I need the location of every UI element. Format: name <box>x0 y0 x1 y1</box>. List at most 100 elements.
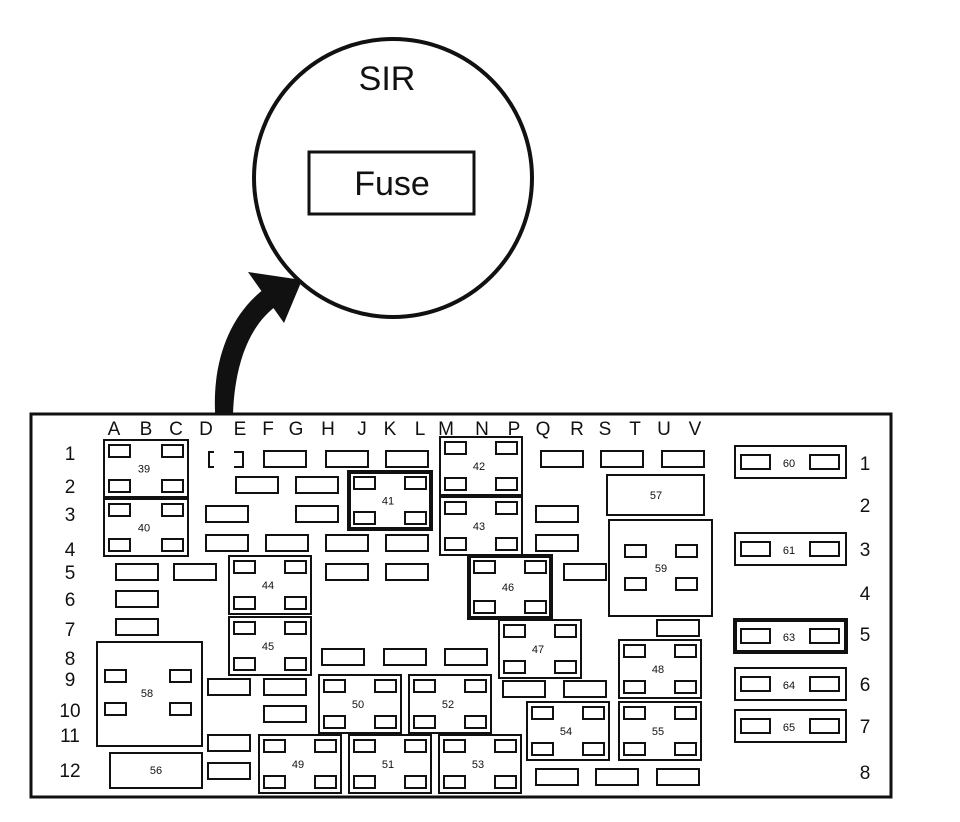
sir-fuse-box[interactable] <box>307 150 476 216</box>
fuse-terminal <box>809 628 840 644</box>
column-label: N <box>475 419 489 440</box>
fuse-slot[interactable] <box>535 534 579 552</box>
relay-terminal <box>404 511 427 525</box>
relay-42[interactable]: 42 <box>439 436 523 496</box>
right-row-label: 3 <box>860 540 871 561</box>
relay-terminal <box>674 644 697 658</box>
relay-terminal <box>495 537 518 551</box>
relay-terminal <box>104 669 127 683</box>
relay-57[interactable]: 57 <box>606 474 705 516</box>
right-fuses: 60 61 63 64 65 <box>733 445 848 743</box>
relay-52[interactable]: 52 <box>408 674 492 734</box>
fuse-61[interactable]: 61 <box>734 532 847 566</box>
relay-53[interactable]: 53 <box>438 734 522 794</box>
fuse-slot[interactable] <box>383 648 427 666</box>
row-label: 2 <box>65 477 76 498</box>
fuse-slot[interactable] <box>563 680 607 698</box>
relay-terminal <box>495 441 518 455</box>
relay-40[interactable]: 40 <box>103 498 189 557</box>
fuse-slot[interactable] <box>535 505 579 523</box>
fuse-slot[interactable] <box>263 450 307 468</box>
relay-56[interactable]: 56 <box>109 752 203 789</box>
relay-47[interactable]: 47 <box>498 619 582 679</box>
arrow-shaft <box>214 286 279 450</box>
fuse-slot[interactable] <box>325 450 369 468</box>
relay-terminal <box>374 679 397 693</box>
relay-46[interactable]: 46 <box>467 554 553 620</box>
relay-terminal <box>674 680 697 694</box>
fuse-slot[interactable] <box>235 476 279 494</box>
fuse-slot[interactable] <box>661 450 705 468</box>
fuse-slot[interactable] <box>207 678 251 696</box>
relay-terminal <box>624 544 647 558</box>
fuse-slot[interactable] <box>295 505 339 523</box>
relay-terminal <box>503 660 526 674</box>
fuse-slot[interactable] <box>265 534 309 552</box>
row-label: 5 <box>65 563 76 584</box>
relay-49[interactable]: 49 <box>258 734 342 794</box>
fuse-slot[interactable] <box>325 563 369 581</box>
column-label: R <box>570 419 584 440</box>
callout-title: SIR <box>359 60 416 98</box>
fuse-slot[interactable] <box>207 762 251 780</box>
fuse-slot[interactable] <box>385 450 429 468</box>
fuse-slot[interactable] <box>263 678 307 696</box>
fuse-slot[interactable] <box>595 768 639 786</box>
fuse-slot[interactable] <box>540 450 584 468</box>
fuse-65[interactable]: 65 <box>734 709 847 743</box>
relay-41[interactable]: 41 <box>347 470 433 531</box>
fuse-slot[interactable] <box>600 450 644 468</box>
fuse-slot[interactable] <box>502 680 546 698</box>
fuse-60[interactable]: 60 <box>734 445 847 479</box>
fuse-slot[interactable] <box>656 619 700 637</box>
relay-54[interactable]: 54 <box>526 701 610 761</box>
fuse-slot[interactable] <box>385 563 429 581</box>
relay-43[interactable]: 43 <box>439 496 523 556</box>
relay-50[interactable]: 50 <box>318 674 402 734</box>
fuse-slot[interactable] <box>173 563 217 581</box>
relay-terminal <box>233 560 256 574</box>
fuse-slot[interactable] <box>321 648 365 666</box>
fuse-slot[interactable] <box>205 534 249 552</box>
relay-terminal <box>531 706 554 720</box>
fuse-slot[interactable] <box>535 768 579 786</box>
row-label: 10 <box>59 701 80 722</box>
fuse-slot-e1-dashed[interactable] <box>208 451 244 468</box>
relay-45[interactable]: 45 <box>228 616 312 676</box>
relay-44[interactable]: 44 <box>228 555 312 615</box>
fuse-slot[interactable] <box>205 505 249 523</box>
relay-39[interactable]: 39 <box>103 439 189 498</box>
relay-terminal <box>675 544 698 558</box>
relay-terminal <box>443 775 466 789</box>
fuse-slot[interactable] <box>563 563 607 581</box>
fuse-slot[interactable] <box>115 590 159 608</box>
fuse-63[interactable]: 63 <box>733 618 848 654</box>
relay-terminal <box>582 742 605 756</box>
sir-callout: SIR Fuse <box>252 37 534 319</box>
relay-55[interactable]: 55 <box>618 701 702 761</box>
relay-terminal <box>531 742 554 756</box>
fuse-slot[interactable] <box>207 734 251 752</box>
relay-terminal <box>314 739 337 753</box>
fuse-terminal <box>740 718 771 734</box>
relay-46-label: 46 <box>502 582 514 594</box>
relay-48[interactable]: 48 <box>618 639 702 699</box>
fuse-slot[interactable] <box>295 476 339 494</box>
relay-59[interactable]: 59 <box>608 519 713 617</box>
relay-56-body <box>109 752 203 789</box>
relay-51[interactable]: 51 <box>348 734 432 794</box>
fuse-slot[interactable] <box>656 768 700 786</box>
fuse-slot[interactable] <box>444 648 488 666</box>
relay-terminal <box>353 511 376 525</box>
fuse-slot[interactable] <box>115 563 159 581</box>
relay-58[interactable]: 58 <box>96 641 203 747</box>
fuse-slot[interactable] <box>263 705 307 723</box>
relay-terminal <box>233 596 256 610</box>
fuse-slot[interactable] <box>115 618 159 636</box>
column-label: K <box>384 419 397 440</box>
fuse-64[interactable]: 64 <box>734 667 847 701</box>
fuse-slot[interactable] <box>385 534 429 552</box>
fuse-slot[interactable] <box>325 534 369 552</box>
